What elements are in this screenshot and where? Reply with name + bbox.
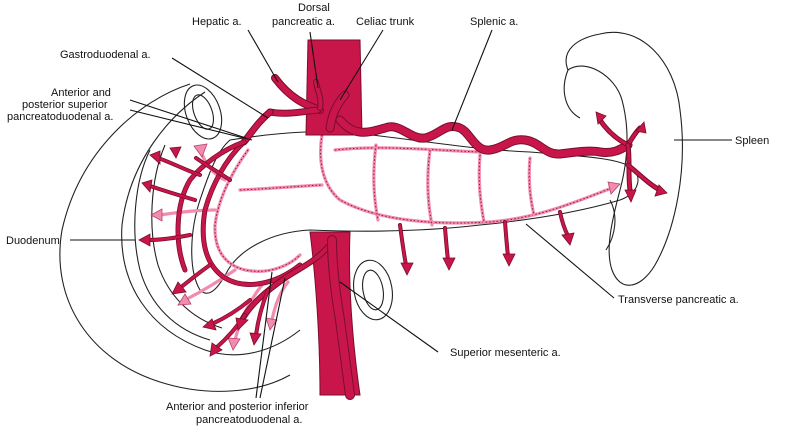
label-spleen: Spleen <box>735 135 769 147</box>
label-gastroduodenal: Gastroduodenal a. <box>60 49 151 61</box>
label-dorsal-line1: Dorsal <box>298 2 330 14</box>
label-ant-post-inf-line2: pancreatoduodenal a. <box>196 414 302 426</box>
leader-ant-post-sup-1 <box>129 99 247 139</box>
label-ant-post-sup-line3: pancreatoduodenal a. <box>7 111 113 123</box>
duodenum-inner-outline <box>121 91 301 356</box>
leader-transverse <box>525 223 615 299</box>
duodenum-outline <box>59 83 291 392</box>
leader-celiac <box>339 29 384 101</box>
label-splenic: Splenic a. <box>470 16 518 28</box>
label-sma: Superior mesenteric a. <box>450 347 561 359</box>
leader-splenic <box>451 29 493 131</box>
label-ant-post-sup-line2: posterior superior <box>22 99 108 111</box>
label-ant-post-inf-line1: Anterior and posterior inferior <box>166 401 309 413</box>
leader-hepatic <box>247 29 279 83</box>
posterior-vessels <box>150 133 621 351</box>
leader-ant-post-inf-1 <box>255 271 273 399</box>
leader-ant-post-inf-2 <box>259 277 286 399</box>
leader-dorsal <box>309 31 319 89</box>
leader-ant-post-sup-2 <box>129 109 253 141</box>
label-dorsal-line2: pancreatic a. <box>272 16 335 28</box>
leader-gastroduodenal <box>171 57 269 119</box>
labels: Hepatic a. Dorsal pancreatic a. Celiac t… <box>6 2 769 426</box>
jejunum-cut-end <box>353 259 393 321</box>
label-transverse: Transverse pancreatic a. <box>618 294 739 306</box>
label-ant-post-sup-line1: Anterior and <box>51 87 111 99</box>
leader-sma <box>339 281 439 353</box>
duodenum-cut-end <box>183 84 223 140</box>
leader-lines <box>70 29 732 399</box>
label-hepatic: Hepatic a. <box>192 16 242 28</box>
label-duodenum: Duodenum <box>6 235 60 247</box>
arteries <box>138 39 668 400</box>
spleen-outline <box>565 31 683 286</box>
label-celiac: Celiac trunk <box>356 16 415 28</box>
